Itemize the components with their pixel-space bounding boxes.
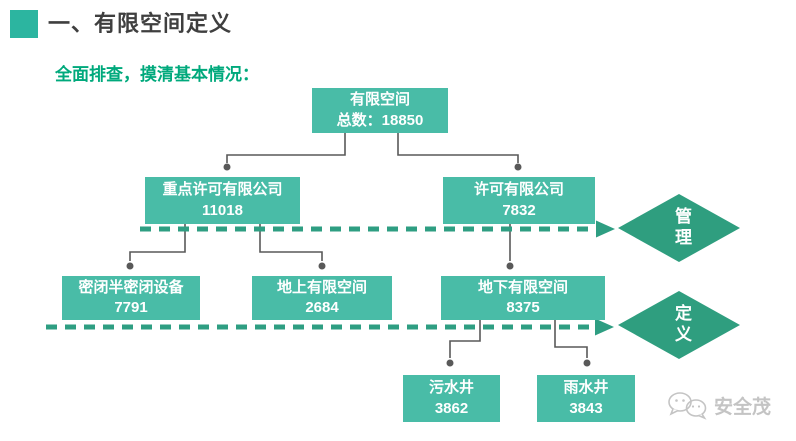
connector-dot [514,163,522,171]
connector-dot [446,359,454,367]
diamond-management-label: 管理 [672,207,691,249]
node-value: 3843 [569,399,603,417]
connector-l2a-to-l3a [129,224,186,261]
connector-root-to-l2b [397,133,519,163]
node-label: 污水井 [428,379,474,397]
node-label: 重点许可有限公司 [162,181,283,199]
node-label: 有限空间 [349,91,410,109]
connector-l2a-to-l3b [259,224,323,261]
node-label: 地上有限空间 [276,278,367,296]
node-underground-space: 地下有限空间 8375 [441,276,605,320]
connector-dot [506,262,514,270]
node-aboveground-space: 地上有限空间 2684 [252,276,392,320]
node-rainwater-well: 雨水井 3843 [537,375,635,422]
connector-dot [126,262,134,270]
connector-root-to-l2a [226,133,346,163]
page-title: 一、有限空间定义 [48,11,233,36]
subtitle-text: 全面排查，摸清基本情况： [55,65,259,84]
node-sealed-equipment: 密闭半密闭设备 7791 [62,276,200,320]
connector-dot [583,359,591,367]
connector-end-dots [126,163,591,367]
node-root-total: 有限空间 总数：18850 [312,88,448,133]
node-label: 地下有限空间 [477,278,568,296]
node-permit-companies: 许可有限公司 7832 [443,177,595,224]
node-value: 总数：18850 [336,111,424,129]
connector-l3c-to-l4b [554,320,588,358]
dashed-arrows [46,220,615,336]
brand-name: 安全茂 [714,396,772,418]
brand-watermark: 安全茂 [666,390,771,420]
wechat-chat-bubbles-icon [668,392,707,420]
node-value: 7832 [502,201,536,219]
title-bullet-square [10,10,38,38]
node-label: 雨水井 [563,379,609,397]
node-value: 3862 [434,399,469,417]
diamond-definition-label: 定义 [672,304,691,346]
node-value: 11018 [202,201,243,219]
diamond-management [618,194,740,262]
node-value: 7791 [114,299,148,316]
connector-dot [223,163,231,171]
tree-connector-lines [129,133,588,358]
connector-l3c-to-l4a [449,320,481,358]
node-sewage-well: 污水井 3862 [403,375,500,422]
node-label: 密闭半密闭设备 [78,278,184,296]
connector-dot [318,262,326,270]
node-label: 许可有限公司 [473,181,564,199]
node-value: 8375 [506,299,540,316]
dashed-arrow-definition-head [595,318,614,336]
node-value: 2684 [305,299,339,316]
dashed-arrow-management-head [596,220,615,238]
diamond-definition [618,291,740,359]
node-key-permit-companies: 重点许可有限公司 11018 [145,177,300,224]
